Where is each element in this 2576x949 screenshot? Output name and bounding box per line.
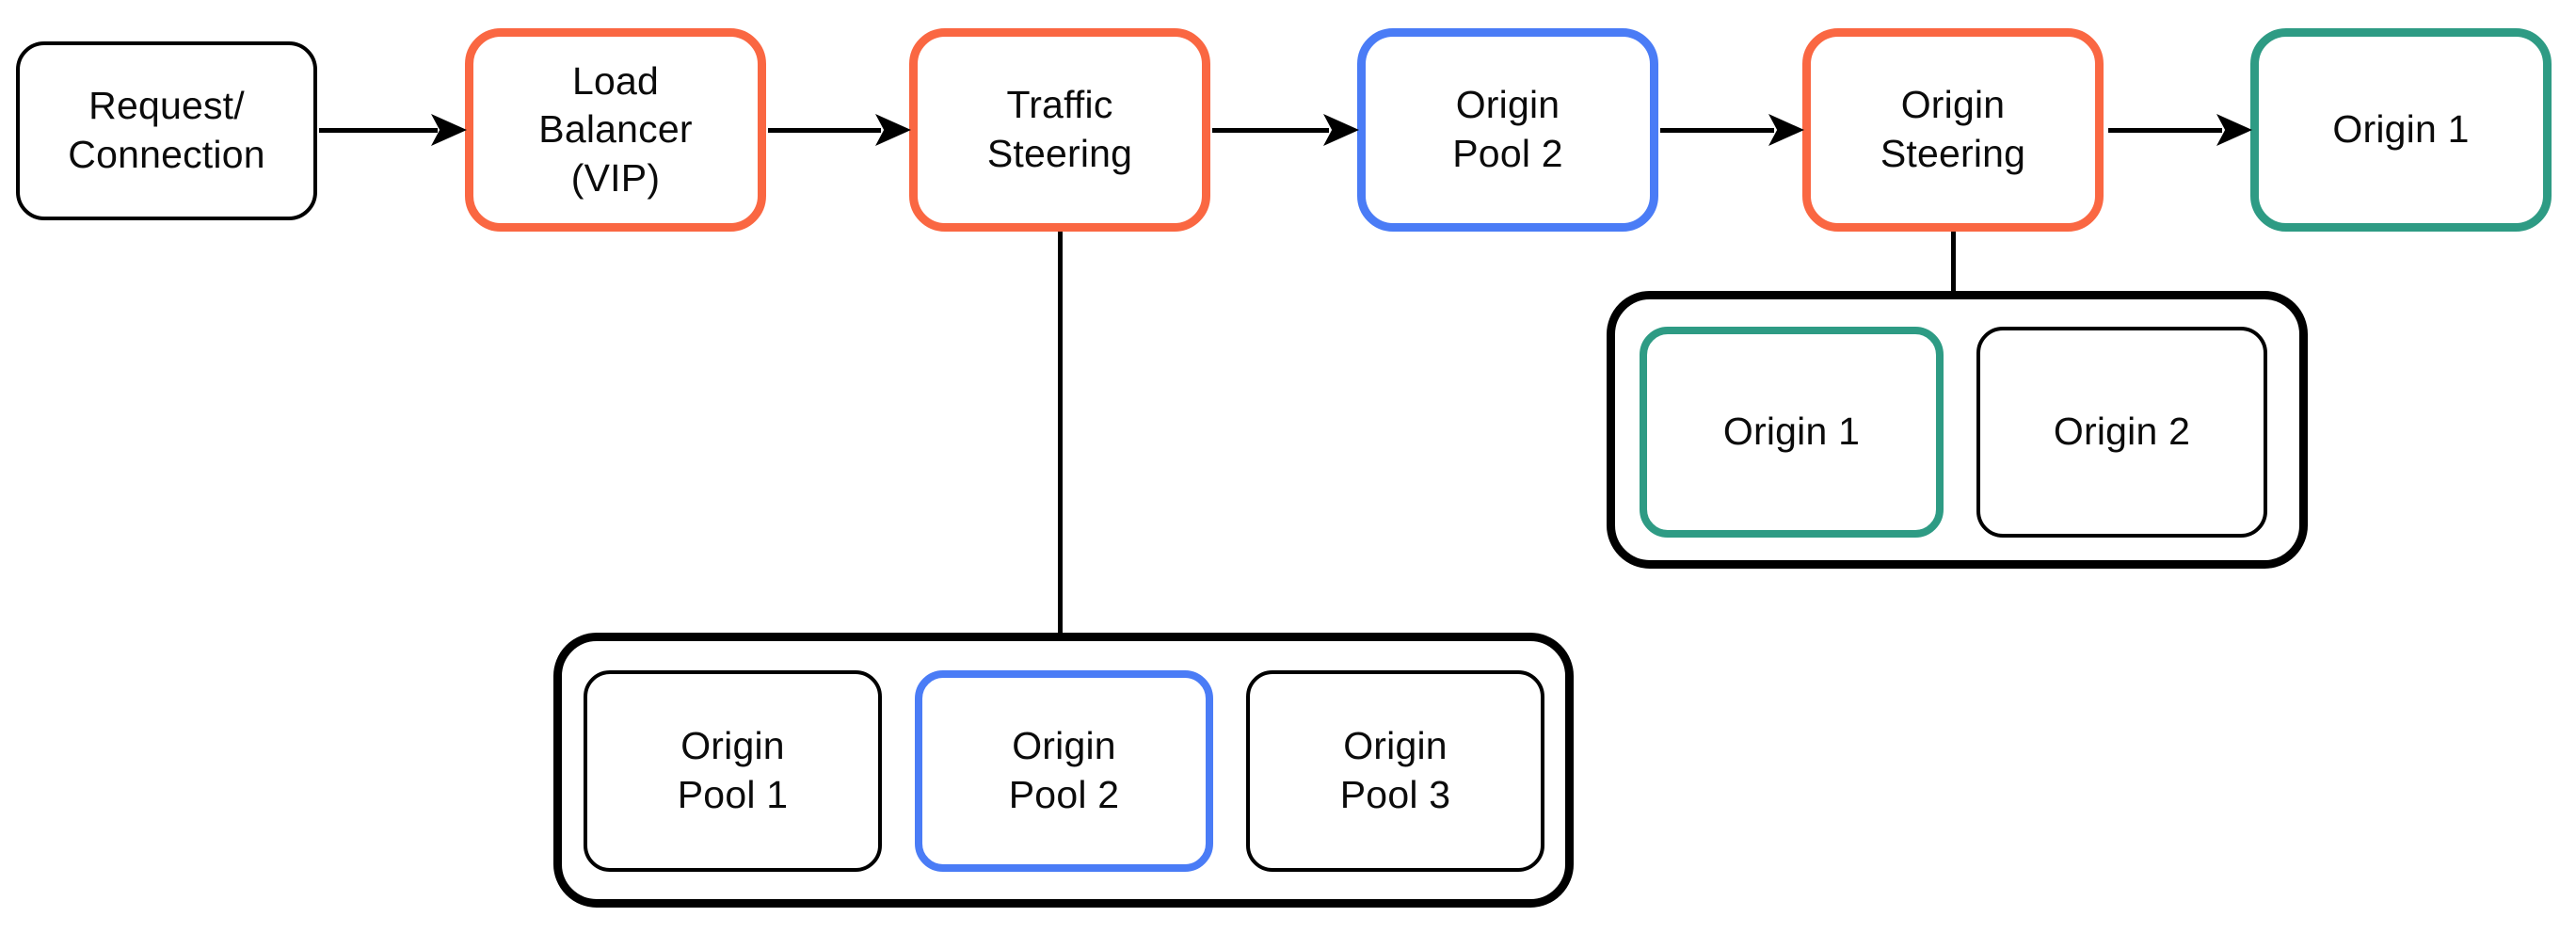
node-traffic-steering: Traffic Steering: [909, 28, 1210, 232]
node-origin-1-label: Origin 1: [1722, 410, 1861, 454]
node-origin-pool-1: Origin Pool 1: [584, 670, 882, 872]
node-origin-2: Origin 2: [1976, 327, 2267, 538]
arrow-originsteering-to-origin-line: [2108, 128, 2222, 133]
node-selected-origin-1-label: Origin 1: [2332, 107, 2470, 152]
node-origin-2-label: Origin 2: [2053, 410, 2191, 454]
node-selected-origin-pool-2-label: Origin Pool 2: [1452, 83, 1563, 175]
node-request-connection-label: Request/ Connection: [68, 84, 265, 176]
connector-trafficsteering-to-pools-group: [1058, 232, 1063, 635]
node-load-balancer-vip: Load Balancer (VIP): [465, 28, 766, 232]
node-origin-pool-3-label: Origin Pool 3: [1339, 724, 1451, 816]
node-load-balancer-vip-label: Load Balancer (VIP): [538, 58, 693, 200]
connector-originsteering-to-origins-group: [1951, 232, 1956, 295]
origins-group: Origin 1 Origin 2: [1607, 291, 2308, 569]
node-origin-pool-3: Origin Pool 3: [1246, 670, 1544, 872]
node-request-connection: Request/ Connection: [16, 41, 317, 220]
arrow-trafficsteering-to-originpool-line: [1212, 128, 1329, 133]
node-selected-origin-pool-2: Origin Pool 2: [1357, 28, 1658, 232]
node-origin-steering-label: Origin Steering: [1880, 83, 2026, 175]
arrow-originpool-to-originsteering-line: [1660, 128, 1774, 133]
node-origin-pool-2-label: Origin Pool 2: [1008, 724, 1120, 816]
node-origin-pool-2: Origin Pool 2: [915, 670, 1213, 872]
arrow-request-to-loadbalancer-line: [319, 128, 438, 133]
node-origin-1: Origin 1: [1640, 327, 1944, 538]
node-origin-pool-1-label: Origin Pool 1: [677, 724, 789, 816]
node-selected-origin-1: Origin 1: [2250, 28, 2552, 232]
arrow-loadbalancer-to-trafficsteering-line: [768, 128, 881, 133]
origin-pools-group: Origin Pool 1 Origin Pool 2 Origin Pool …: [553, 633, 1574, 908]
node-traffic-steering-label: Traffic Steering: [986, 83, 1133, 175]
node-origin-steering: Origin Steering: [1802, 28, 2104, 232]
